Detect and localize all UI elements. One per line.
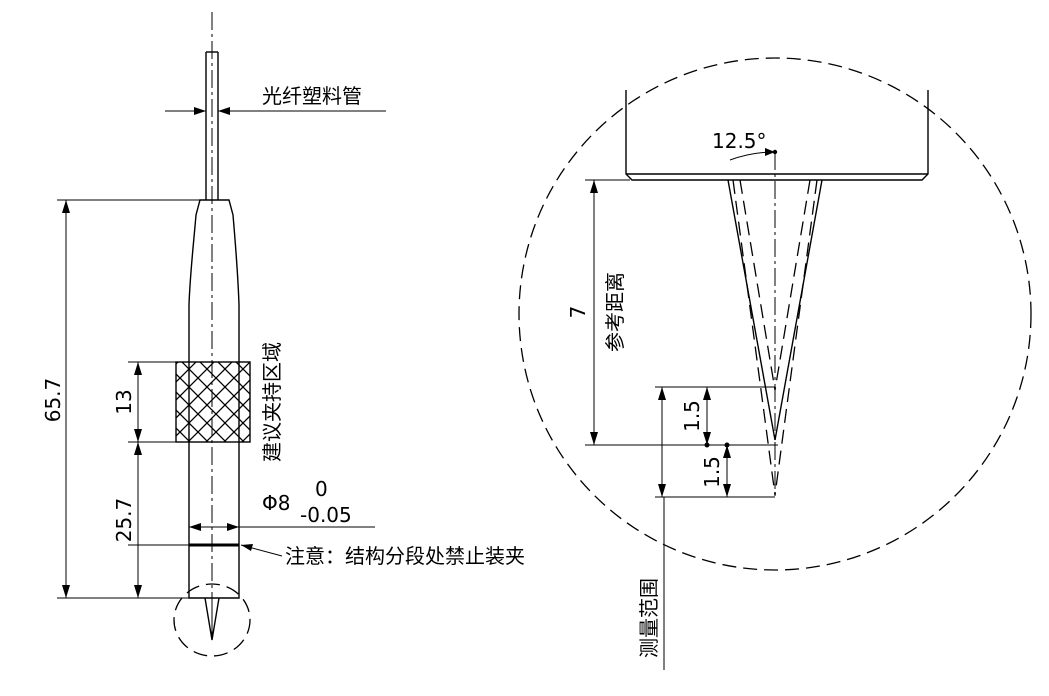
warning-leader: [240, 544, 283, 557]
diameter-text: Φ8: [262, 491, 290, 515]
reference-distance-dimension: [585, 179, 778, 446]
housing-face: [625, 90, 929, 181]
lower-range-text: 1.5: [700, 456, 724, 488]
fiber-cones: [727, 179, 823, 496]
diameter-dimension: [189, 523, 375, 531]
grip-length-dimension: [134, 362, 142, 442]
reference-distance-label: 参考距离: [603, 272, 627, 352]
measure-range-label: 测量范围: [637, 578, 661, 658]
tube-label: 光纤塑料管: [262, 84, 362, 108]
lower-range-dimension: [723, 442, 731, 497]
tolerance-upper-text: 0: [315, 477, 328, 501]
tube-dimension: [165, 107, 386, 115]
probe-side-view: 光纤塑料管 65.7 13 25.7 建议夹持区域: [41, 12, 525, 657]
overall-length-text: 65.7: [41, 378, 65, 423]
warning-note: 注意：结构分段处禁止装夹: [285, 544, 525, 568]
angle-text: 12.5°: [712, 129, 767, 153]
overall-length-dimension: [62, 200, 70, 598]
tolerance-lower-text: -0.05: [300, 503, 352, 527]
probe-tip: [204, 597, 220, 641]
detail-circle-small: [173, 583, 251, 657]
detail-circle: [518, 57, 1032, 571]
grip-label: 建议夹持区域: [260, 342, 284, 462]
measure-range-dimension: [658, 387, 666, 497]
fiber-tube: [205, 51, 219, 200]
tip-detail-view: 12.5° 7 参考距离 1.5: [518, 57, 1032, 670]
upper-range-dimension: [703, 387, 711, 448]
upper-range-text: 1.5: [680, 400, 704, 432]
grip-region: [175, 361, 251, 443]
lower-length-text: 25.7: [112, 498, 136, 543]
probe-body: [188, 199, 240, 599]
reference-distance-text: 7: [566, 306, 590, 319]
lower-length-dimension: [134, 442, 142, 598]
grip-length-text: 13: [112, 389, 136, 414]
angle-dimension: [729, 148, 778, 161]
